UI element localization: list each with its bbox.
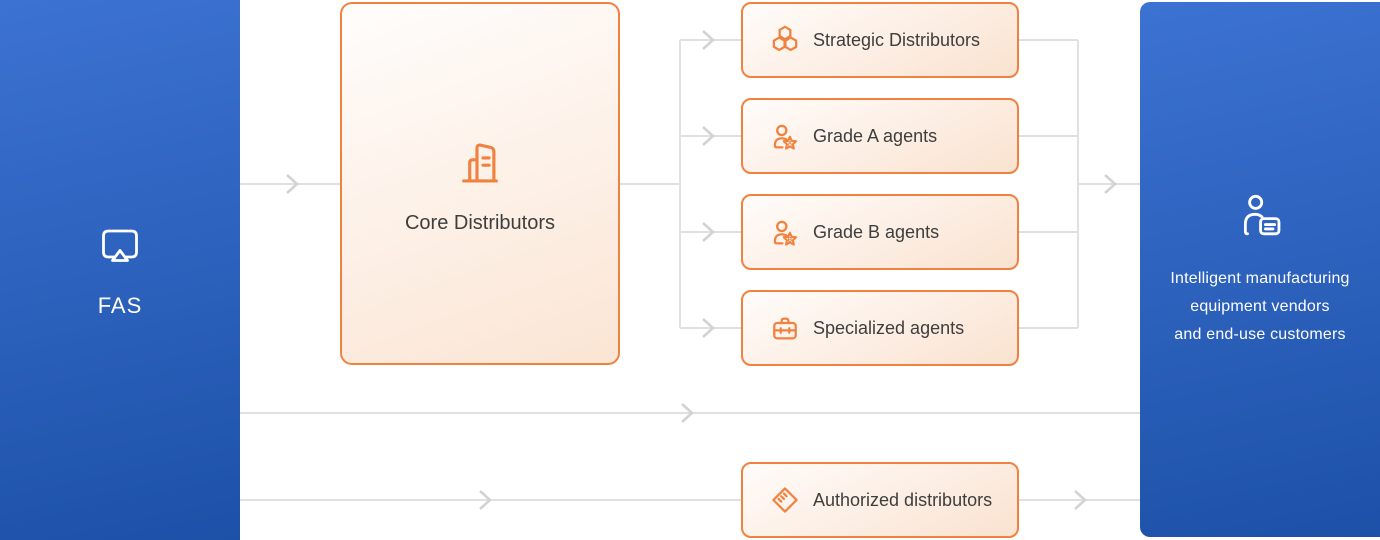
- building-icon: [462, 143, 498, 183]
- core-fanout-lines: [620, 39, 741, 329]
- authorized-distributors-box: Authorized distributors: [741, 462, 1019, 538]
- agent-star-a-icon: A: [773, 124, 798, 150]
- customers-line-3: and end-use customers: [1174, 325, 1346, 343]
- customers-panel: Intelligent manufacturing equipment vend…: [1140, 2, 1380, 537]
- svg-text:A: A: [788, 141, 793, 148]
- customer-id-icon: [1243, 194, 1281, 235]
- grade-a-agents-box: A Grade A agents: [741, 98, 1019, 174]
- customers-description: Intelligent manufacturing equipment vend…: [1170, 265, 1349, 349]
- fas-label: FAS: [97, 293, 143, 318]
- strategic-distributors-box: Strategic Distributors: [741, 2, 1019, 78]
- strategic-distributors-label: Strategic Distributors: [813, 29, 981, 50]
- fas-panel: FAS: [0, 0, 240, 540]
- briefcase-icon: [773, 317, 797, 340]
- core-distributors-label: Core Distributors: [404, 212, 556, 234]
- core-distributors-box: Core Distributors: [340, 2, 620, 365]
- arrow-heads: [286, 30, 1117, 510]
- handshake-icon: [772, 487, 798, 513]
- authorized-distributors-label: Authorized distributors: [813, 489, 993, 510]
- grade-a-agents-label: Grade A agents: [813, 125, 938, 146]
- customers-line-1: Intelligent manufacturing: [1170, 269, 1350, 287]
- screen-share-icon: [102, 229, 138, 262]
- specialized-agents-label: Specialized agents: [813, 317, 965, 338]
- agent-star-b-icon: B: [773, 220, 798, 246]
- grade-b-agents-label: Grade B agents: [813, 221, 940, 242]
- channels-merge-lines: [1019, 39, 1140, 329]
- grade-b-agents-box: B Grade B agents: [741, 194, 1019, 270]
- svg-text:B: B: [788, 237, 793, 244]
- hexagon-cluster-icon: [772, 25, 798, 52]
- customers-line-2: equipment vendors: [1190, 297, 1330, 315]
- specialized-agents-box: Specialized agents: [741, 290, 1019, 366]
